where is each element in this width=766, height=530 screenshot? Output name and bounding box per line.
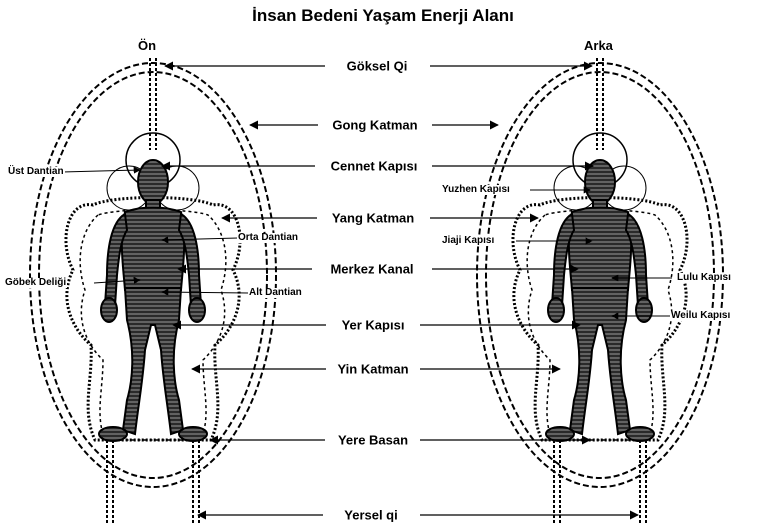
label-upper-dantian: Üst Dantian: [7, 167, 65, 177]
label-grounding: Yere Basan: [338, 434, 408, 447]
front-figure: [30, 58, 276, 525]
label-middle-dantian: Orta Dantian: [237, 233, 299, 243]
label-heaven-gate: Cennet Kapısı: [331, 160, 418, 173]
label-gong-layer: Gong Katman: [332, 119, 417, 132]
back-view-label: Arka: [584, 38, 613, 53]
front-view-label: Ön: [138, 38, 156, 53]
back-figure: [477, 58, 723, 525]
label-yang-layer: Yang Katman: [332, 212, 414, 225]
label-yuzhen-gate: Yuzhen Kapısı: [441, 185, 511, 195]
label-jiaji-gate: Jiaji Kapısı: [441, 236, 495, 246]
label-yin-layer: Yin Katman: [337, 363, 408, 376]
center-arrows: [162, 66, 638, 515]
label-heavenly-qi: Göksel Qi: [347, 60, 408, 73]
label-lulu-gate: Lulu Kapısı: [676, 273, 732, 283]
label-earthly-qi: Yersel qi: [344, 509, 397, 522]
diagram-title: İnsan Bedeni Yaşam Enerji Alanı: [0, 6, 766, 26]
label-navel: Göbek Deliği: [4, 278, 67, 288]
label-earth-gate: Yer Kapısı: [342, 319, 405, 332]
label-central-channel: Merkez Kanal: [330, 263, 413, 276]
label-weilu-gate: Weilu Kapısı: [670, 311, 731, 321]
label-lower-dantian: Alt Dantian: [248, 288, 303, 298]
